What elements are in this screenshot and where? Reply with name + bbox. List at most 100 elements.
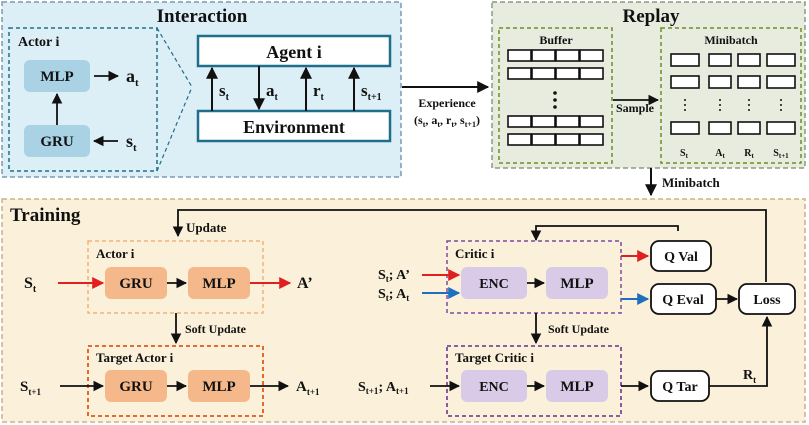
buffer-rows <box>507 49 604 146</box>
update-line <box>172 209 767 282</box>
loss-label: Loss <box>753 293 781 308</box>
minibatch-cell <box>708 75 732 89</box>
training-panel: Training Update Actor i GRU MLP St A’ So… <box>1 198 806 423</box>
agent-box <box>196 34 392 68</box>
minibatch-rows <box>670 53 796 135</box>
col-a: At <box>715 148 725 160</box>
q-tar-label: Q Tar <box>662 380 697 395</box>
actor-title: Actor i <box>18 35 59 50</box>
q-eval-label: Q Eval <box>662 293 704 308</box>
buffer-cell <box>531 133 556 146</box>
buffer-cell <box>579 133 604 146</box>
minibatch-cell <box>766 121 796 135</box>
minibatch-dot <box>748 109 750 111</box>
actor-input-s: st <box>126 131 137 154</box>
replay-title: Replay <box>623 6 681 27</box>
label-s-next: st+1 <box>361 81 382 103</box>
gru-node <box>24 125 90 157</box>
actor-input-label: St <box>24 275 37 295</box>
buffer-cell <box>555 67 580 80</box>
critic-update-line <box>530 225 679 242</box>
mlp-label: MLP <box>40 69 73 85</box>
minibatch-dot <box>780 104 782 106</box>
minibatch-link-label: Minibatch <box>662 175 721 190</box>
label-s-t: st <box>219 81 230 103</box>
minibatch-dot <box>719 109 721 111</box>
minibatch-dot <box>780 109 782 111</box>
target-critic-box <box>446 345 622 417</box>
target-critic-mlp-label: MLP <box>560 379 593 395</box>
buffer-dot <box>553 98 557 102</box>
critic-input-1: St; A’ <box>378 268 410 284</box>
environment-box <box>196 109 392 143</box>
critic-enc-label: ENC <box>479 277 509 292</box>
buffer-box <box>498 27 613 164</box>
actor-dashed-box <box>8 27 158 172</box>
target-critic-title: Target Critic i <box>455 350 534 365</box>
buffer-cell <box>507 133 532 146</box>
minibatch-dot <box>719 99 721 101</box>
target-actor-box <box>87 345 264 417</box>
replay-panel: Replay Buffer Sample Minibatch St At Rt … <box>491 1 806 169</box>
zoom-line-bottom <box>156 86 193 172</box>
actor-gru-label: GRU <box>119 276 153 292</box>
target-critic-mlp-node <box>546 370 608 402</box>
minibatch-dot <box>748 104 750 106</box>
target-actor-gru-node <box>105 370 167 402</box>
target-critic-enc-label: ENC <box>479 380 509 395</box>
target-actor-mlp-label: MLP <box>202 379 235 395</box>
critic-input-2: St; At <box>378 287 409 303</box>
minibatch-dots <box>684 99 782 111</box>
minibatch-box <box>660 27 802 164</box>
buffer-dot <box>553 91 557 95</box>
buffer-cell <box>579 49 604 62</box>
training-actor-title: Actor i <box>96 246 135 261</box>
interaction-panel: Interaction Actor i MLP GRU at st Agent … <box>1 1 402 178</box>
update-label: Update <box>186 220 227 235</box>
buffer-cell <box>531 67 556 80</box>
minibatch-cell <box>766 75 796 89</box>
critic-mlp-label: MLP <box>560 276 593 292</box>
minibatch-cell <box>737 121 761 135</box>
minibatch-cell <box>737 75 761 89</box>
mlp-node <box>24 60 90 92</box>
buffer-cell <box>507 67 532 80</box>
minibatch-dot <box>684 99 686 101</box>
q-val-node <box>650 240 712 272</box>
target-actor-gru-label: GRU <box>119 379 153 395</box>
actor-mlp-node <box>188 267 250 299</box>
environment-label: Environment <box>243 117 345 137</box>
target-actor-mlp-node <box>188 370 250 402</box>
gru-label: GRU <box>40 134 74 150</box>
buffer-cell <box>531 49 556 62</box>
actor-gru-node <box>105 267 167 299</box>
target-actor-output-label: At+1 <box>296 379 320 397</box>
label-r-t: rt <box>313 81 325 103</box>
target-actor-input-label: St+1 <box>20 379 41 397</box>
training-actor-box <box>87 240 264 314</box>
actor-soft-update-label: Soft Update <box>185 322 247 336</box>
critic-soft-update-label: Soft Update <box>548 322 610 336</box>
actor-output-label: A’ <box>297 275 313 292</box>
target-critic-enc-node <box>461 370 527 402</box>
minibatch-dot <box>684 109 686 111</box>
interaction-title: Interaction <box>157 6 248 27</box>
minibatch-cell <box>708 53 732 67</box>
col-r: Rt <box>744 148 754 160</box>
minibatch-label: Minibatch <box>704 33 758 47</box>
minibatch-cell <box>708 121 732 135</box>
zoom-line-top <box>156 27 193 88</box>
minibatch-cell <box>670 121 700 135</box>
agent-label: Agent i <box>266 42 322 62</box>
buffer-dot <box>553 105 557 109</box>
minibatch-dot <box>748 99 750 101</box>
q-val-label: Q Val <box>664 250 698 265</box>
buffer-cell <box>555 133 580 146</box>
buffer-cell <box>579 115 604 128</box>
buffer-cell <box>531 115 556 128</box>
target-actor-title: Target Actor i <box>96 350 174 365</box>
q-tar-to-loss-line <box>709 315 773 387</box>
sample-label: Sample <box>616 101 655 115</box>
loss-node <box>738 283 796 315</box>
